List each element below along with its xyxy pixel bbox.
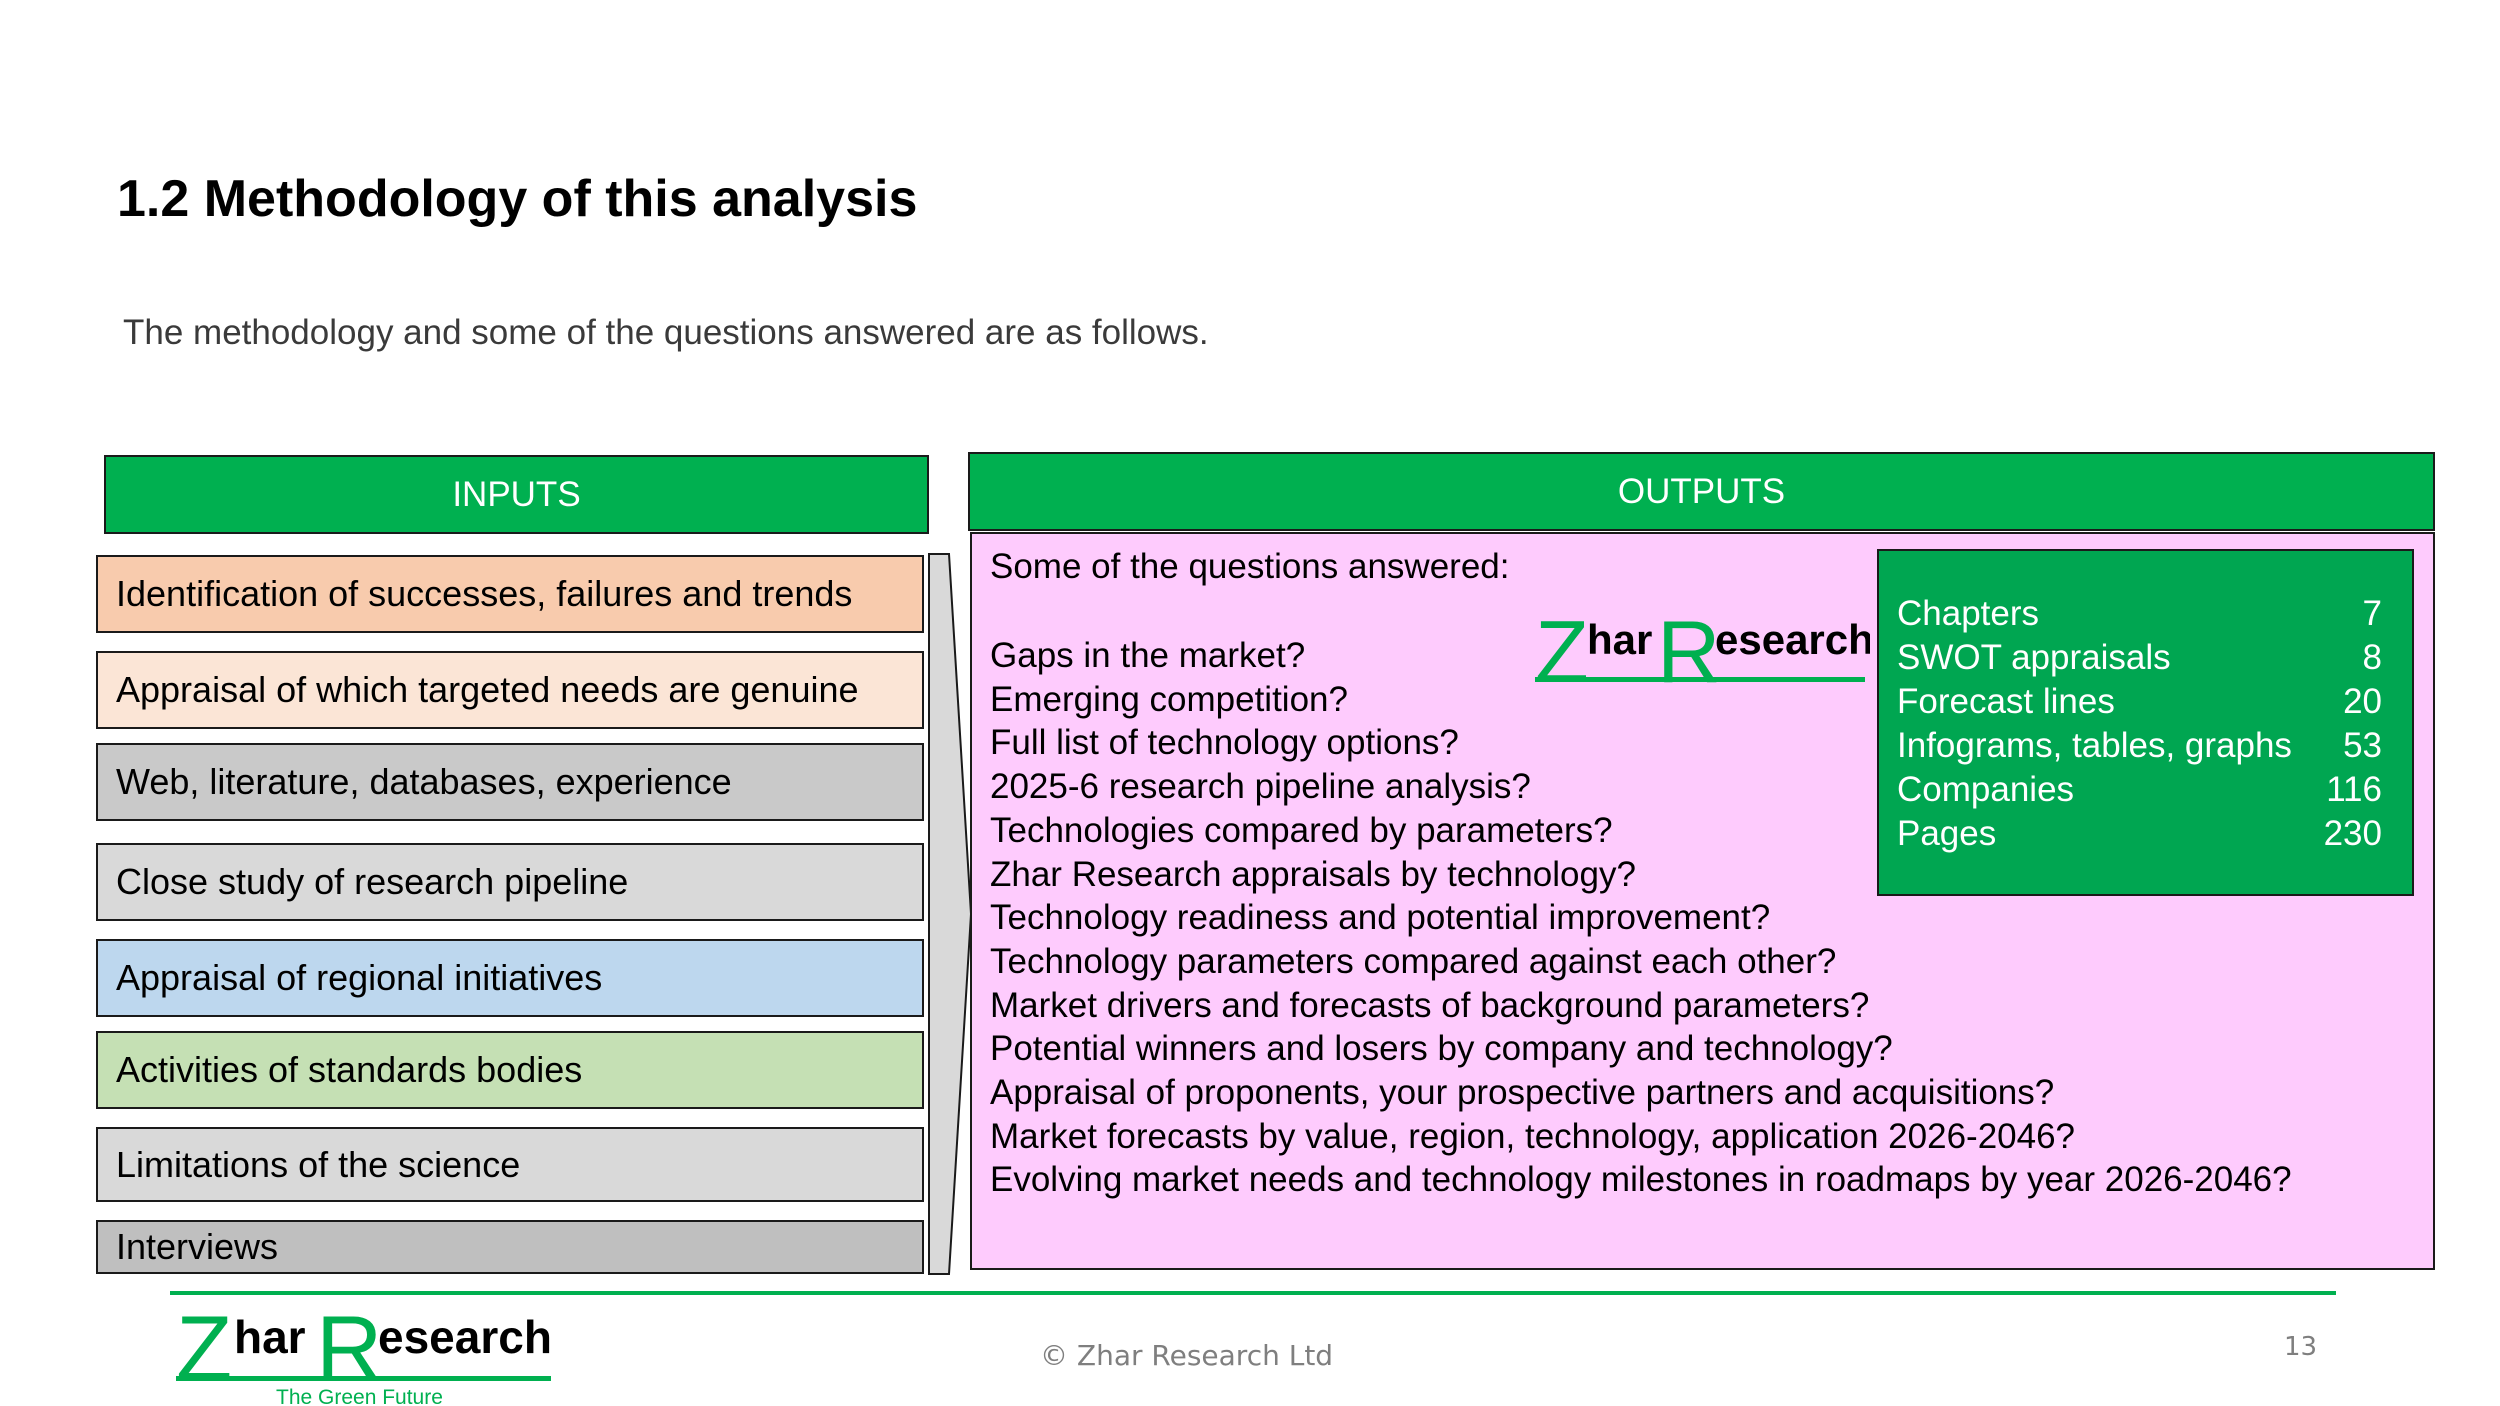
input-item-web-literature: Web, literature, databases, experience (96, 743, 924, 821)
logo-tagline: The Green Future (276, 1386, 443, 1406)
question-item: Technology parameters compared against e… (990, 941, 1837, 981)
input-item-targeted-needs: Appraisal of which targeted needs are ge… (96, 651, 924, 729)
inputs-header: INPUTS (104, 455, 929, 534)
stat-label: SWOT appraisals (1897, 638, 2171, 677)
bracket-arrow-shape (928, 553, 973, 1275)
logo-underline (1535, 677, 1865, 682)
question-item: 2025-6 research pipeline analysis? (990, 767, 1531, 807)
question-item: Market forecasts by value, region, techn… (990, 1116, 2076, 1156)
slide-subtitle: The methodology and some of the question… (123, 313, 1209, 352)
question-item: Appraisal of proponents, your prospectiv… (990, 1073, 2055, 1113)
stat-value: 20 (2343, 682, 2382, 721)
stat-label: Infograms, tables, graphs (1897, 726, 2292, 765)
logo-r-letter: R (1657, 604, 1721, 684)
stat-value: 8 (2362, 638, 2382, 677)
logo-har-text: har (234, 1311, 306, 1363)
zhar-research-logo: Z har R esearch (1535, 604, 1870, 684)
page-number: 13 (2284, 1332, 2318, 1362)
question-item: Evolving market needs and technology mil… (990, 1160, 2292, 1200)
question-item: Gaps in the market? (990, 636, 1306, 675)
input-item-standards-bodies: Activities of standards bodies (96, 1031, 924, 1109)
stat-label: Pages (1897, 814, 1997, 853)
input-item-interviews: Interviews (96, 1220, 924, 1274)
stat-value: 230 (2323, 814, 2382, 853)
question-item: Technology readiness and potential impro… (990, 898, 1771, 938)
stat-label: Forecast lines (1897, 682, 2115, 721)
stat-label: Chapters (1897, 594, 2040, 633)
logo-z-letter: Z (1535, 604, 1589, 684)
questions-intro: Some of the questions answered: (990, 547, 1510, 586)
outputs-header: OUTPUTS (968, 452, 2435, 531)
logo-r-letter: R (316, 1300, 382, 1400)
footer-zhar-research-logo: Z har R esearch The Green Future (176, 1300, 552, 1406)
logo-z-letter: Z (176, 1300, 232, 1400)
question-item: Full list of technology options? (990, 723, 1459, 763)
questions-list: Gaps in the market? Emerging competition… (990, 634, 2292, 1202)
footer-divider (170, 1291, 2336, 1295)
report-stats-box: Chapters 7 SWOT appraisals 8 Forecast li… (1877, 549, 2414, 896)
stat-label: Companies (1897, 770, 2075, 809)
logo-har-text: har (1587, 616, 1652, 663)
slide-title: 1.2 Methodology of this analysis (117, 170, 918, 228)
input-item-successes-failures: Identification of successes, failures an… (96, 555, 924, 633)
stat-value: 116 (2326, 770, 2382, 809)
copyright-text: © Zhar Research Ltd (1040, 1339, 1334, 1372)
stat-value: 7 (2362, 594, 2382, 633)
question-item: Market drivers and forecasts of backgrou… (990, 985, 1870, 1025)
input-item-science-limitations: Limitations of the science (96, 1127, 924, 1202)
question-item: Zhar Research appraisals by technology? (990, 854, 1636, 894)
input-item-regional-initiatives: Appraisal of regional initiatives (96, 939, 924, 1017)
input-item-research-pipeline: Close study of research pipeline (96, 843, 924, 921)
logo-esearch-text: esearch (1715, 616, 1870, 663)
question-item: Emerging competition? (990, 679, 1348, 719)
question-item: Technologies compared by parameters? (990, 810, 1613, 850)
logo-esearch-text: esearch (378, 1311, 552, 1363)
question-item: Potential winners and losers by company … (990, 1029, 1893, 1069)
logo-underline (176, 1376, 551, 1381)
stat-value: 53 (2343, 726, 2382, 765)
